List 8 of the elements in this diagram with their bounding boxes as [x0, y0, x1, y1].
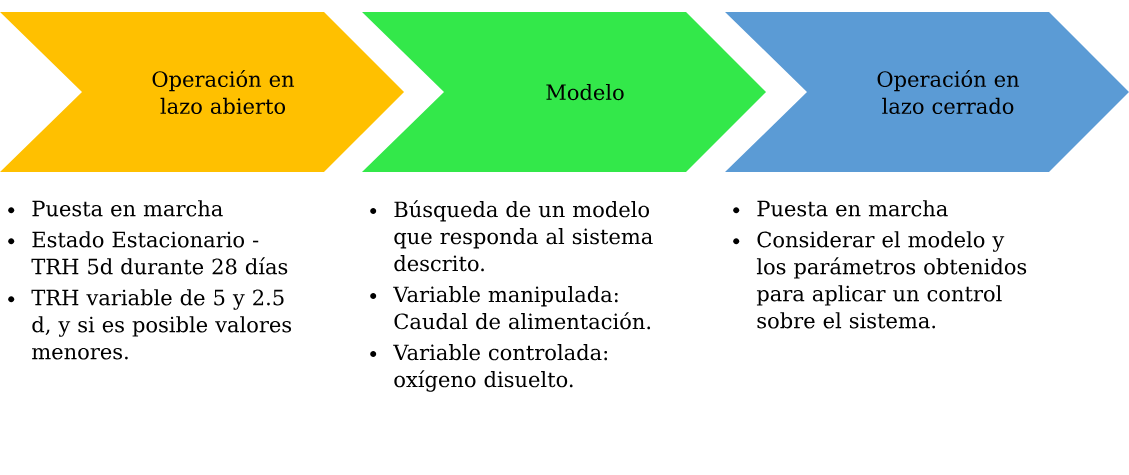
bullet-item: TRH variable de 5 y 2.5 d, y si es posible valores menores.: [8, 289, 292, 360]
bullet-item: Variable manipulada: Caudal de alimentación.: [370, 286, 651, 330]
bullet-item: Considerar el modelo y los parámetros obtenidos para aplicar un control sobre el sistema.: [733, 231, 1027, 329]
bullet-item: Búsqueda de un modelo que responda al sistema descrito.: [370, 200, 653, 272]
bullet-item: Puesta en marcha: [8, 200, 223, 217]
bullet-item: Variable controlada: oxígeno disuelto.: [370, 344, 608, 392]
bullet-item: Puesta en marcha: [733, 200, 948, 217]
bullet-item: Estado Estacionario - TRH 5d durante 28 días: [8, 231, 288, 275]
